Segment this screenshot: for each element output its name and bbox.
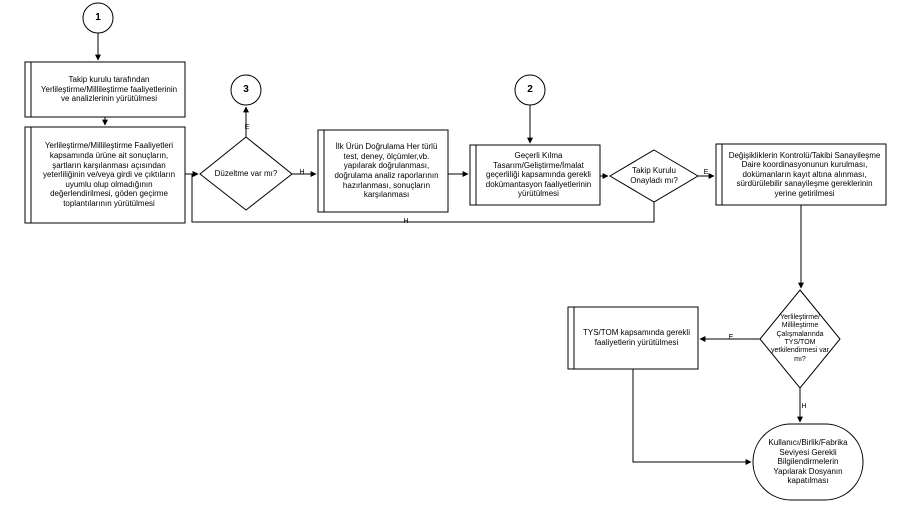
process-1-label: Takip kurulu tarafından Yerlileştirme/Mi… bbox=[40, 75, 178, 104]
edges bbox=[95, 33, 804, 465]
process-6-shape bbox=[567, 306, 699, 370]
process-2-label: Yerlileştirme/Millileştirme Faaliyetleri… bbox=[42, 141, 176, 208]
process-6-label: TYS/TOM kapsamında gerekli faaliyetlerin… bbox=[582, 328, 690, 347]
terminal-label: Kullanıcı/Birlik/Fabrika Seviyesi Gerekl… bbox=[768, 438, 848, 486]
process-4-shape bbox=[469, 144, 601, 206]
decision-1-label: Düzeltme var mı? bbox=[214, 169, 278, 179]
decision-3-label: Yerlileştirme/ Millileştirme Çalışmaları… bbox=[771, 313, 829, 363]
process-2-shape bbox=[24, 126, 186, 224]
process-4-label: Geçerli Kılma Tasarım/Geliştirme/İmalat … bbox=[485, 151, 592, 199]
edge-label-d1-no: H bbox=[299, 168, 305, 176]
edge-label-d3-no: H bbox=[801, 402, 807, 410]
edge-label-d2-yes: E bbox=[703, 168, 709, 176]
edge-label-d3-yes: E bbox=[728, 333, 734, 341]
edge-label-d1-yes: E bbox=[244, 123, 250, 131]
process-3-label: İlk Ürün Doğrulama Her türlü test, deney… bbox=[334, 142, 439, 200]
decision-2-label: Takip Kurulu Onayladı mı? bbox=[630, 166, 678, 185]
connector-3: 3 bbox=[243, 84, 249, 95]
terminal-shape bbox=[752, 423, 864, 501]
process-1-shape bbox=[24, 61, 186, 118]
connector-3-shape bbox=[230, 74, 262, 106]
connector-1: 1 bbox=[95, 12, 101, 23]
process-3-shape bbox=[317, 129, 449, 213]
edge-label-d2-no: H bbox=[403, 217, 409, 225]
process-5-shape bbox=[715, 143, 887, 206]
process-5-label: Değişikliklerin Kontrolü/Takibi Sanayile… bbox=[728, 150, 881, 198]
decision-1-shape bbox=[199, 136, 293, 211]
connector-2: 2 bbox=[527, 84, 533, 95]
